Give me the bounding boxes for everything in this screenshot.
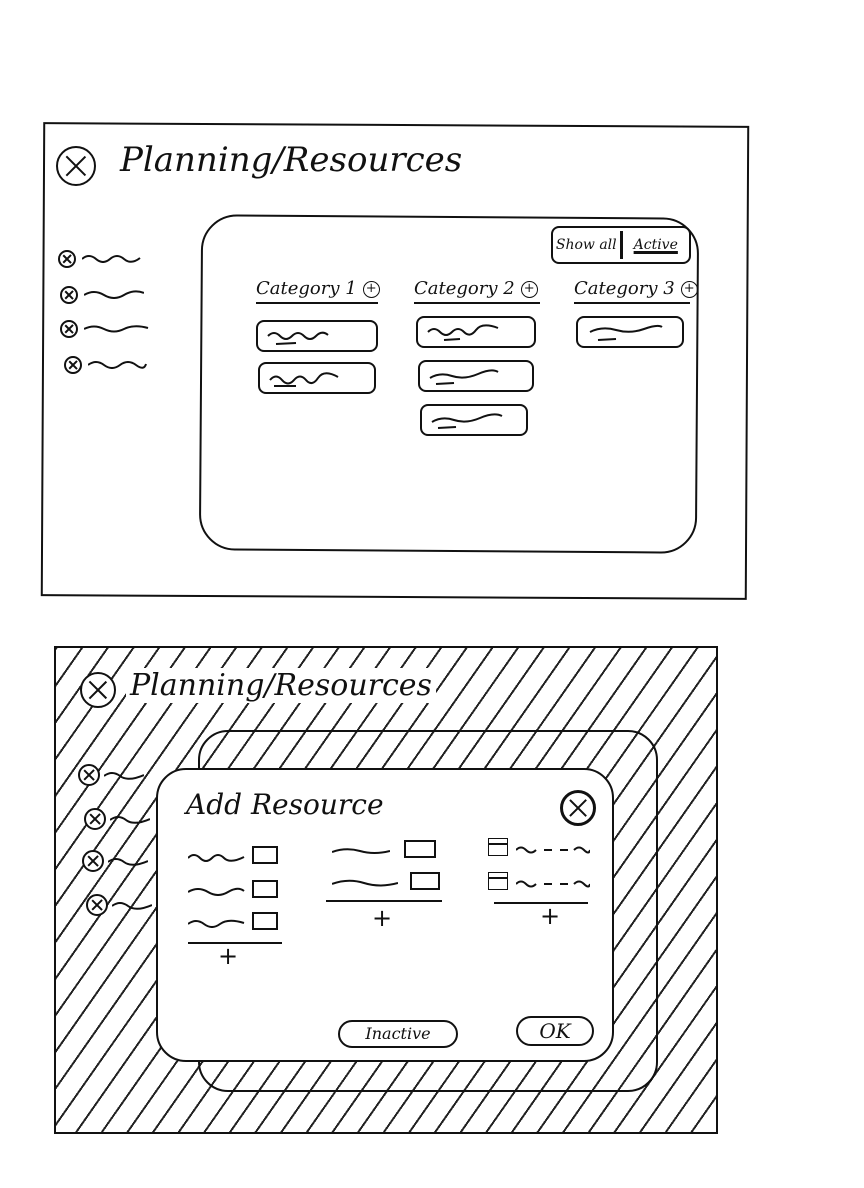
sidebar-item — [82, 850, 162, 874]
category-header: Category 3 + — [574, 278, 698, 304]
resource-card-squiggle — [589, 324, 663, 341]
sidebar-item-squiggle — [110, 814, 150, 824]
calendar-icon[interactable] — [488, 838, 508, 856]
field-input[interactable] — [252, 880, 278, 898]
sidebar-close-icon — [58, 250, 76, 268]
sidebar-item-squiggle — [84, 289, 144, 299]
field-input[interactable] — [252, 912, 278, 930]
form-field — [332, 872, 442, 894]
filter-toggle[interactable]: Show all Active — [551, 226, 691, 264]
add-resource-icon[interactable]: + — [362, 281, 380, 298]
resource-card[interactable] — [420, 404, 528, 436]
sidebar-item[interactable] — [58, 248, 148, 272]
date-field — [488, 838, 598, 860]
date-field — [488, 872, 598, 894]
sidebar-close-icon — [64, 356, 82, 374]
date-value-squiggle — [516, 844, 590, 854]
app-close-icon — [80, 672, 116, 708]
sidebar-item[interactable] — [60, 318, 156, 342]
column-divider — [188, 942, 282, 944]
form-field — [188, 846, 284, 868]
field-input[interactable] — [404, 840, 436, 858]
add-resource-icon[interactable]: + — [680, 281, 698, 298]
calendar-icon[interactable] — [488, 872, 508, 890]
category-title: Category 1 — [256, 278, 357, 299]
category-title: Category 3 — [574, 278, 675, 299]
resource-card-squiggle — [431, 413, 503, 429]
sidebar-item-squiggle — [104, 770, 144, 780]
sidebar-close-icon — [60, 286, 78, 304]
sidebar-item — [78, 764, 158, 788]
sidebar-item-squiggle — [84, 323, 149, 333]
ok-button[interactable]: OK — [516, 1016, 594, 1046]
sidebar-close-icon — [78, 764, 100, 786]
app-close-icon[interactable] — [56, 146, 96, 186]
sidebar-item-squiggle — [82, 253, 142, 263]
sidebar-item-squiggle — [108, 856, 148, 866]
sidebar-close-icon — [84, 808, 106, 830]
form-field — [332, 840, 442, 862]
category-header: Category 1 + — [256, 278, 380, 304]
resource-card-squiggle — [427, 324, 499, 341]
resource-card[interactable] — [256, 320, 378, 352]
sidebar-close-icon — [86, 894, 108, 916]
page-title: Planning/Resources — [120, 140, 463, 180]
active-toggle[interactable]: Active — [633, 237, 678, 253]
field-label-squiggle — [188, 852, 246, 862]
field-label-squiggle — [188, 918, 246, 928]
field-label-squiggle — [332, 878, 398, 888]
show-all-toggle[interactable]: Show all — [555, 237, 617, 253]
resource-card[interactable] — [258, 362, 376, 394]
column-divider — [494, 902, 588, 904]
date-value-squiggle — [516, 878, 590, 888]
form-field — [188, 912, 284, 934]
inactive-button[interactable]: Inactive — [338, 1020, 458, 1048]
toggle-divider — [619, 231, 623, 259]
sidebar-close-icon — [82, 850, 104, 872]
field-label-squiggle — [332, 846, 390, 856]
form-field — [188, 880, 284, 902]
field-input[interactable] — [410, 872, 440, 890]
add-field-button[interactable]: + — [372, 904, 393, 932]
add-resource-icon[interactable]: + — [520, 281, 538, 298]
sidebar-item[interactable] — [64, 354, 156, 378]
dialog-title: Add Resource — [186, 788, 384, 821]
sidebar-item[interactable] — [60, 284, 150, 308]
add-resource-dialog: Add Resource + + + Inactive OK — [156, 768, 614, 1062]
resource-card[interactable] — [418, 360, 534, 392]
sidebar-item-squiggle — [88, 359, 148, 369]
sidebar-close-icon — [60, 320, 78, 338]
resource-card-squiggle — [429, 369, 499, 385]
resource-card[interactable] — [416, 316, 536, 348]
sidebar-item — [86, 894, 166, 918]
page-title: Planning/Resources — [126, 668, 436, 703]
category-header: Category 2 + — [414, 278, 540, 304]
dialog-close-icon[interactable] — [560, 790, 596, 826]
column-divider — [326, 900, 442, 902]
resource-card[interactable] — [576, 316, 684, 348]
resource-card-squiggle — [267, 331, 329, 345]
field-input[interactable] — [252, 846, 278, 864]
field-label-squiggle — [188, 886, 246, 896]
sidebar-item — [84, 808, 164, 832]
sidebar-item-squiggle — [112, 900, 152, 910]
category-title: Category 2 — [414, 278, 515, 299]
resource-card-squiggle — [269, 372, 339, 387]
add-field-button[interactable]: + — [540, 902, 561, 930]
add-field-button[interactable]: + — [218, 942, 239, 970]
